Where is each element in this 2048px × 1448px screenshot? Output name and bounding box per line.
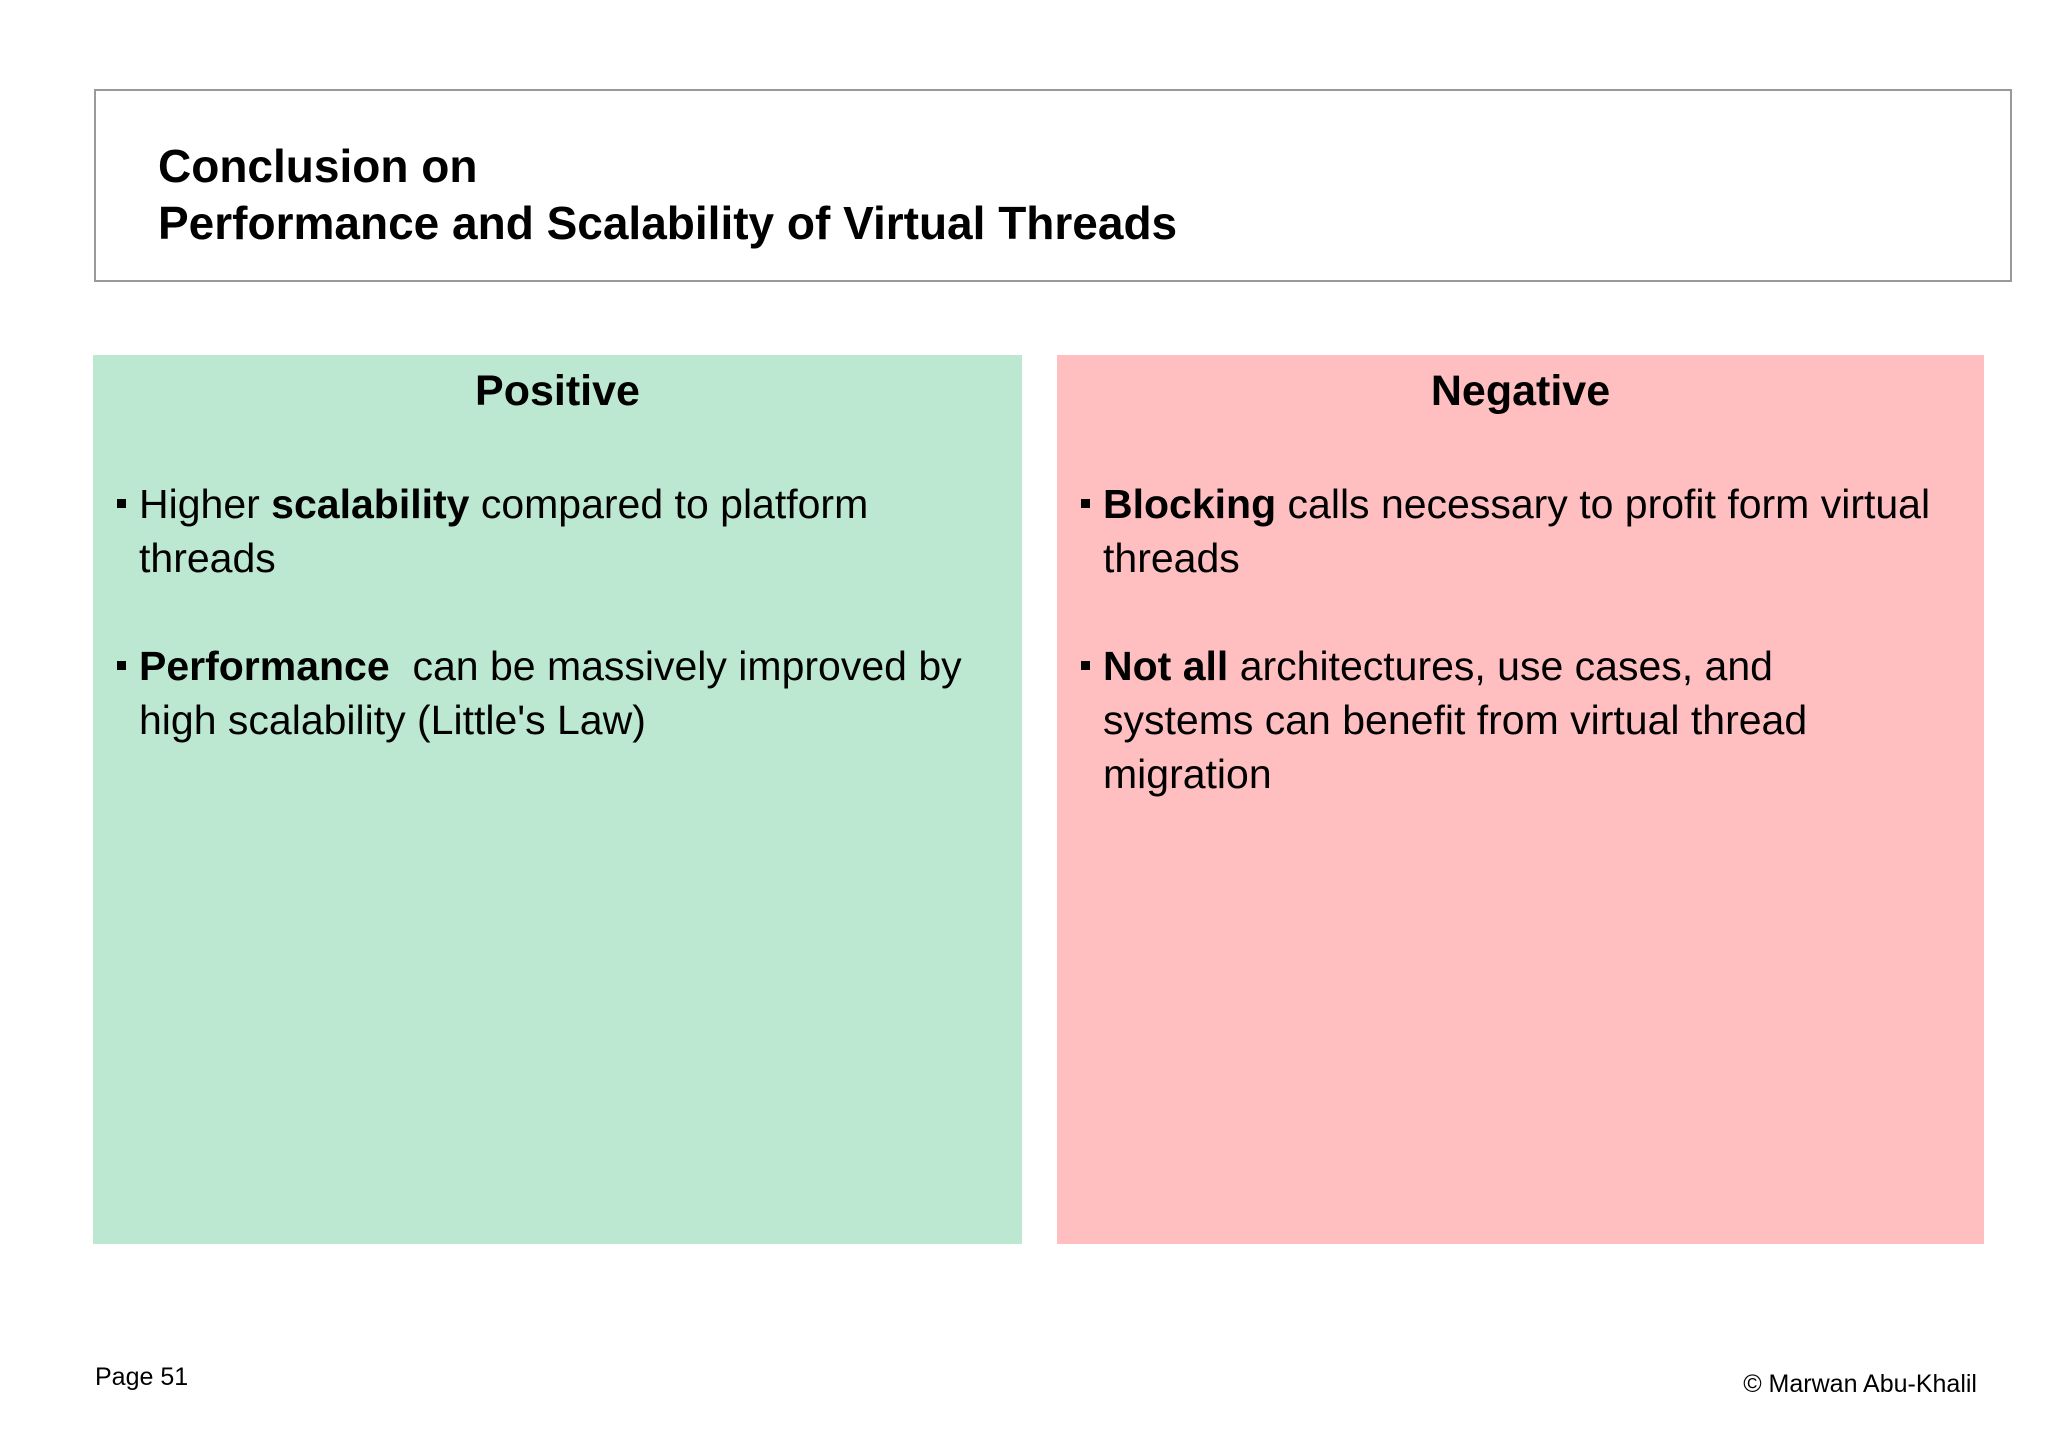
positive-panel-header: Positive	[475, 367, 640, 415]
bullet-item: Higher scalability compared to platform …	[93, 477, 1022, 585]
bullet-item: Blocking calls necessary to profit form …	[1057, 477, 1984, 585]
positive-bullet-list: Higher scalability compared to platform …	[93, 477, 1022, 747]
bullet-square-icon	[117, 661, 126, 670]
bullet-item: Not all architectures, use cases, and sy…	[1057, 639, 1984, 801]
bullet-text: Higher scalability compared to platform …	[139, 481, 880, 581]
bullet-text: Blocking calls necessary to profit form …	[1103, 481, 1942, 581]
bullet-item: Performance can be massively improved by…	[93, 639, 1022, 747]
positive-panel: Positive Higher scalability compared to …	[93, 355, 1022, 1244]
bullet-square-icon	[1081, 499, 1090, 508]
page-title-line-2: Performance and Scalability of Virtual T…	[158, 197, 1178, 249]
page-title-line-1: Conclusion on	[158, 140, 478, 192]
bullet-text: Performance can be massively improved by…	[139, 643, 974, 743]
copyright-label: © Marwan Abu-Khalil	[1743, 1370, 1977, 1398]
bullet-square-icon	[1081, 661, 1090, 670]
bullet-square-icon	[117, 499, 126, 508]
title-box: Conclusion on Performance and Scalabilit…	[94, 89, 2012, 282]
negative-panel: Negative Blocking calls necessary to pro…	[1057, 355, 1984, 1244]
page-number-label: Page 51	[95, 1363, 189, 1391]
negative-bullet-list: Blocking calls necessary to profit form …	[1057, 477, 1984, 801]
negative-panel-header: Negative	[1430, 367, 1611, 415]
bullet-text: Not all architectures, use cases, and sy…	[1103, 643, 1819, 797]
